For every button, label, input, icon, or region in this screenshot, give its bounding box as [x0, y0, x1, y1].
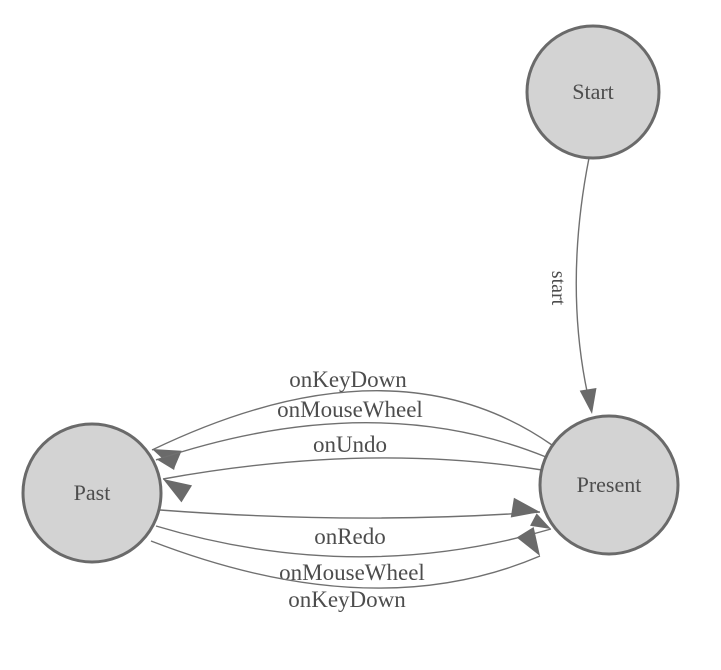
arrowhead-icon	[530, 513, 551, 529]
arrowhead-icon	[579, 387, 597, 414]
node-present: Present	[538, 414, 680, 556]
edge-present-to-past-onmousewheel	[155, 422, 547, 461]
node-past-label: Past	[74, 480, 111, 505]
edge-present-to-past-onundo	[162, 457, 543, 480]
edge-label-start: start	[547, 271, 569, 306]
edge-label-onundo: onUndo	[313, 432, 387, 457]
node-past: Past	[21, 422, 163, 564]
arrowhead-icon	[516, 526, 540, 556]
node-start: Start	[525, 24, 661, 160]
edge-label-onkeydown-bottom: onKeyDown	[288, 587, 406, 612]
node-start-circle	[525, 24, 661, 160]
edge-past-to-present-onkeydown	[150, 540, 541, 589]
arrowhead-icon	[163, 479, 193, 503]
edge-past-to-present-onmousewheel	[155, 525, 552, 558]
edge-present-to-past-onkeydown	[151, 390, 553, 451]
edge-label-onmousewheel-top: onMouseWheel	[277, 397, 423, 422]
node-present-label: Present	[577, 472, 642, 497]
edge-start-to-present	[575, 157, 591, 406]
arrowhead-icon	[510, 497, 540, 518]
arrowhead-icon	[156, 456, 178, 471]
edge-label-onmousewheel-bottom: onMouseWheel	[279, 560, 425, 585]
node-past-circle	[21, 422, 163, 564]
node-present-circle	[538, 414, 680, 556]
node-start-label: Start	[572, 79, 614, 104]
edge-label-onkeydown-top: onKeyDown	[289, 367, 407, 392]
edge-label-onredo: onRedo	[314, 524, 386, 549]
edge-past-to-present-onredo	[159, 509, 541, 519]
